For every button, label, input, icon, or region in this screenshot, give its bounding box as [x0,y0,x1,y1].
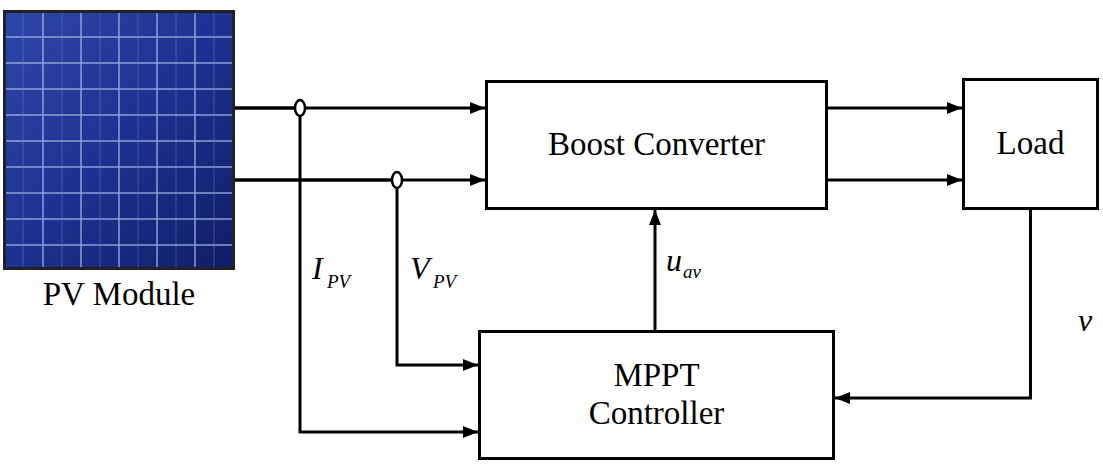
load-box: Load [962,78,1099,210]
signal-wire [828,107,962,110]
cell-busbars [23,13,214,267]
signal-name: u [666,244,682,276]
node-text: Boost Converter [548,126,765,164]
cell-grid [6,13,232,267]
converter-box: Boost Converter [485,80,828,210]
signal-wire [828,179,962,182]
signal-name: v [1078,304,1092,336]
signal-wire [235,108,478,432]
signal-wire [654,210,657,330]
current-sensor [295,100,305,116]
solar-panel [5,12,234,269]
signal-name: I [312,252,323,284]
signal-subscript: PV [327,272,350,291]
node-text: PV Module [43,276,196,314]
signal-wire [235,180,478,365]
node-text: Load [997,125,1065,163]
pv-module: PV Module [3,10,235,334]
controller-box: MPPT Controller [478,330,835,460]
voltage-sensor [392,172,402,188]
signal-wire [835,210,1031,398]
signal-subscript: PV [433,272,456,291]
panel-frame [5,12,234,269]
node-text: MPPT Controller [554,357,759,433]
signal-subscript: av [683,262,701,281]
signal-name: V [410,252,430,284]
